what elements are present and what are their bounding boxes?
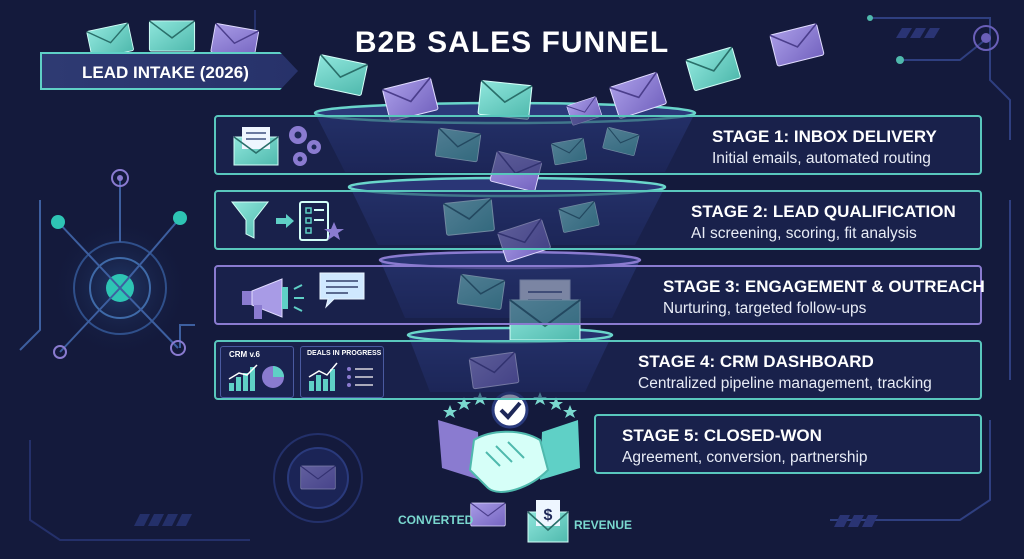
star-icon [324,222,344,240]
deals-window-title: DEALS IN PROGRESS [307,350,382,357]
chart-icon [228,364,284,391]
stage-5-title: STAGE 5: CLOSED-WON [622,426,822,445]
stage-4-panel: CRM v.6 DEALS IN PROGRESS STAGE 4: CRM D… [214,340,982,400]
converted-label: CONVERTED [398,513,474,527]
funnel-icon [230,201,270,239]
stage-4-description: Centralized pipeline management, trackin… [638,375,932,392]
stage-1-icons [233,126,321,166]
crm-window-title: CRM v.6 [229,350,260,359]
crm-window-left: CRM v.6 [220,346,294,398]
stage-1-title: STAGE 1: INBOX DELIVERY [712,127,937,146]
page-title: B2B SALES FUNNEL [354,26,670,59]
stage-3-icons [242,272,365,319]
revenue-label: REVENUE [574,518,633,532]
stage-1-panel: STAGE 1: INBOX DELIVERY Initial emails, … [214,115,982,175]
lead-intake-text: LEAD INTAKE (2026) [82,63,249,82]
svg-text:$: $ [544,507,553,524]
deals-window: DEALS IN PROGRESS [300,346,384,398]
stage-1-description: Initial emails, automated routing [712,150,931,167]
stage-2-description: AI screening, scoring, fit analysis [691,225,917,242]
stage-5-description: Agreement, conversion, partnership [622,449,868,466]
dollar-icon: $ [527,500,569,543]
stage-3-description: Nurturing, targeted follow-ups [663,300,867,317]
bar-chart-icon [308,362,373,391]
envelope-icon [233,127,279,166]
gear-icon [289,126,321,166]
stage-3-panel: STAGE 3: ENGAGEMENT & OUTREACH Nurturing… [214,265,985,325]
stage-2-panel: STAGE 2: LEAD QUALIFICATION AI screening… [214,190,982,250]
stage-4-title: STAGE 4: CRM DASHBOARD [638,352,874,371]
stage-2-title: STAGE 2: LEAD QUALIFICATION [691,202,956,221]
checklist-icon [299,201,329,241]
handshake-icon [438,420,580,493]
megaphone-icon [242,278,304,319]
stage-3-title: STAGE 3: ENGAGEMENT & OUTREACH [663,277,985,296]
chat-bubble-icon [319,272,365,309]
stage-2-icons [230,201,344,241]
stage-5-panel: STAGE 5: CLOSED-WON Agreement, conversio… [594,414,982,474]
lead-intake-label: LEAD INTAKE (2026) [40,52,298,90]
